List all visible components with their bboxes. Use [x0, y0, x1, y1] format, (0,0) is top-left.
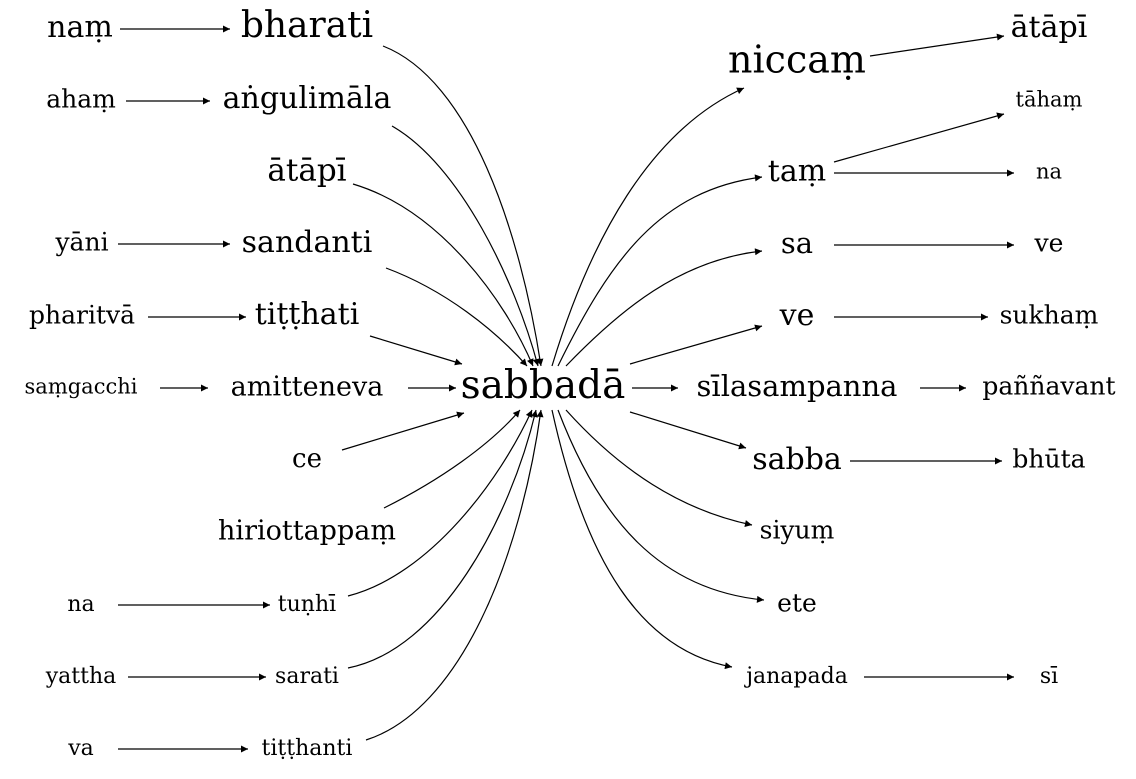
node-sabbada: sabbadā	[461, 363, 626, 408]
edge-sabbada-ve	[629, 324, 763, 365]
node-pharitva: pharitvā	[29, 301, 135, 330]
node-sandanti: sandanti	[242, 225, 373, 260]
edge-ce-sabbada	[341, 411, 465, 451]
node-silasampanna: sīlasampanna	[697, 369, 898, 403]
edge-niccam-atapi	[869, 33, 1005, 57]
node-titthati: tiṭṭhati	[255, 297, 360, 332]
node-atapi-right: ātāpī	[1011, 10, 1088, 45]
node-titthanti: tiṭṭhanti	[262, 736, 353, 761]
edge-tam-taham	[833, 112, 1005, 163]
node-pannavant: paññavant	[982, 372, 1115, 401]
node-ete: ete	[777, 589, 817, 618]
edge-tunhi-sabbada	[347, 409, 533, 597]
labels-layer: naṃ ahaṃ yāni pharitvā saṃgacchi na yatt…	[25, 5, 1116, 761]
node-sukham: sukhaṃ	[1000, 301, 1099, 330]
node-hiriottappam: hiriottappaṃ	[218, 516, 396, 547]
node-samgacchi: saṃgacchi	[25, 375, 138, 399]
node-va: va	[67, 736, 94, 761]
node-tunhi: tuṇhī	[278, 592, 336, 617]
node-na-right: na	[1036, 160, 1062, 184]
node-ve-mid: ve	[779, 298, 815, 333]
node-na-left: na	[67, 592, 94, 617]
node-tam: taṃ	[768, 154, 826, 189]
edge-sabbada-sa	[565, 248, 763, 367]
node-atapi-left: ātāpī	[267, 153, 346, 189]
node-sa: sa	[781, 226, 813, 260]
node-si: sī	[1040, 664, 1058, 689]
node-siyum: siyuṃ	[760, 516, 835, 545]
node-ve-right: ve	[1034, 229, 1064, 258]
node-yattha: yattha	[45, 664, 117, 689]
edge-sabbada-ete	[557, 409, 765, 603]
edge-bharati-sabbada	[382, 45, 544, 367]
edge-hiriottappam-sabbada	[383, 409, 521, 509]
node-yani: yāni	[54, 228, 108, 257]
node-aham: ahaṃ	[46, 85, 116, 114]
edge-angulimala-sabbada	[391, 125, 540, 367]
node-bharati: bharati	[241, 5, 373, 46]
node-angulimala: aṅgulimāla	[223, 81, 392, 116]
node-janapada: janapada	[743, 664, 848, 689]
edge-sabbada-niccam	[551, 87, 745, 367]
edge-titthati-sabbada	[369, 335, 463, 366]
edge-sandanti-sabbada	[385, 267, 528, 367]
node-amitteneva: amitteneva	[231, 372, 384, 403]
edge-sabbada-janapada	[551, 409, 733, 670]
edge-sabbada-sabba	[629, 411, 747, 450]
node-sarati: sarati	[275, 664, 339, 689]
edge-sabbada-siyum	[565, 409, 753, 527]
node-sabba: sabba	[752, 442, 842, 477]
node-niccam: niccaṃ	[728, 38, 866, 82]
edge-sabbada-tam	[557, 174, 763, 367]
edge-atapi-sabbada	[352, 183, 534, 367]
node-bhuta: bhūta	[1012, 445, 1085, 474]
node-ce: ce	[292, 444, 322, 474]
edge-titthanti-sabbada	[365, 409, 544, 741]
node-nam: naṃ	[47, 10, 113, 45]
node-taham: tāhaṃ	[1016, 88, 1083, 112]
edges-layer	[118, 25, 1014, 753]
edge-sarati-sabbada	[347, 409, 538, 669]
